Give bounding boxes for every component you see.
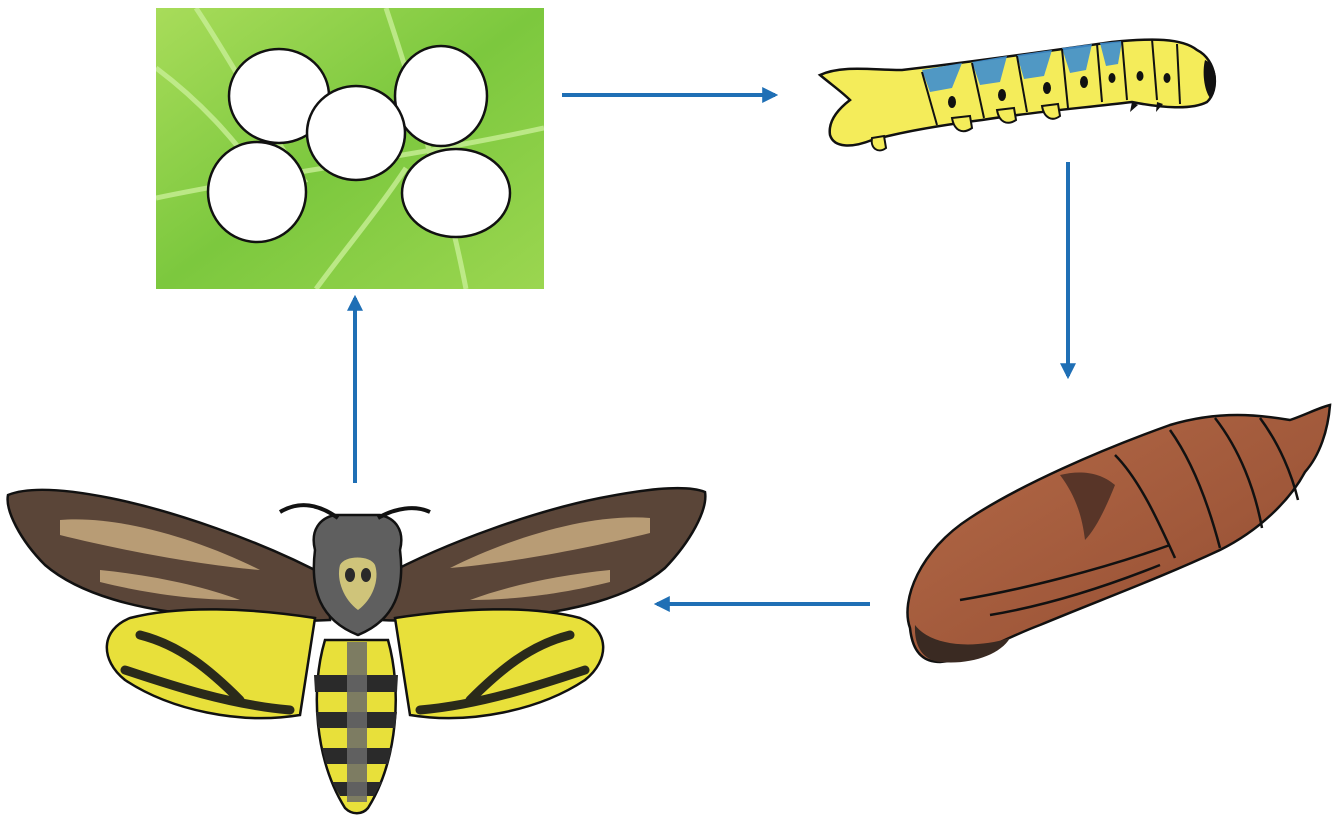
egg-2 — [395, 46, 487, 146]
egg-stage-panel — [156, 8, 544, 289]
larva-stage-panel — [812, 30, 1227, 160]
adult-stage-panel — [0, 470, 715, 820]
egg-3 — [307, 86, 405, 180]
pupa-icon — [900, 400, 1336, 672]
pupa-stage-panel — [900, 400, 1336, 672]
moth-icon — [0, 470, 715, 820]
egg-4 — [208, 142, 306, 242]
caterpillar-icon — [812, 30, 1227, 160]
eggs-on-leaf-icon — [156, 8, 544, 289]
egg-5 — [402, 149, 510, 237]
